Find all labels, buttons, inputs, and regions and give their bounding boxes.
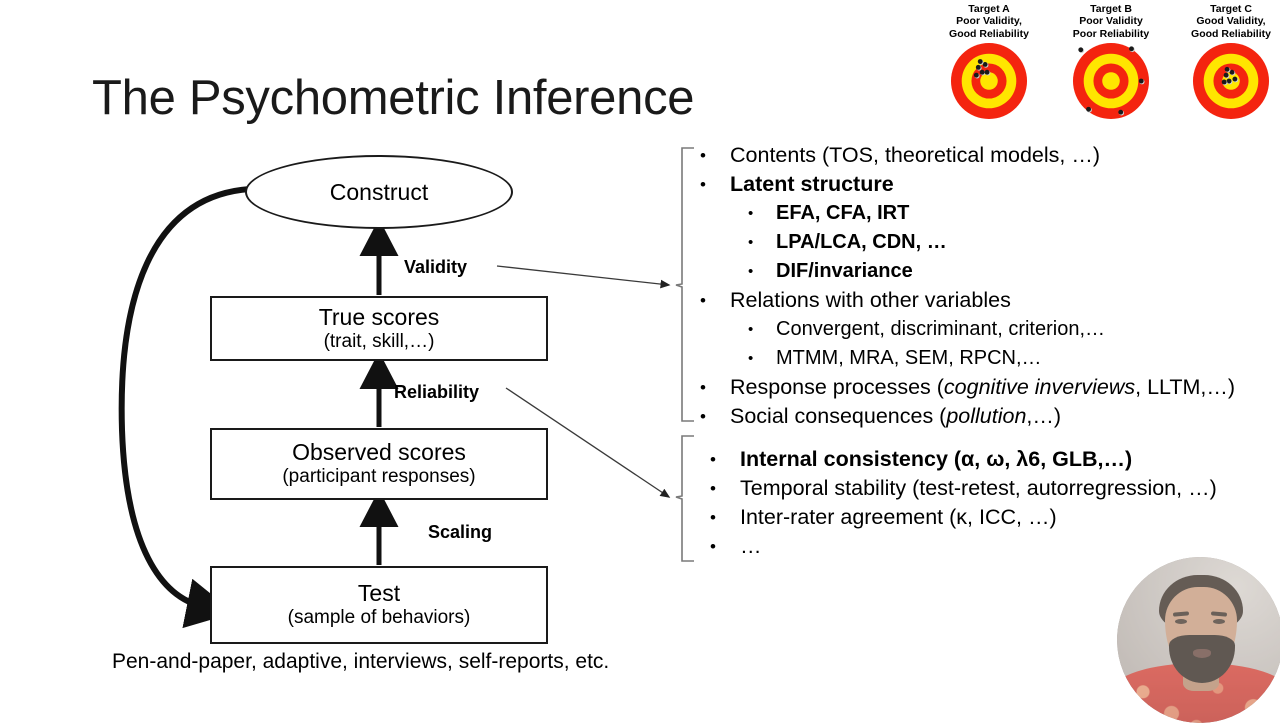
target-rings-icon <box>950 43 1028 120</box>
true-scores-node: True scores (trait, skill,…) <box>210 296 548 361</box>
validity-evidence-item-label: Response processes (cognitive inverviews… <box>730 375 1236 399</box>
bullet-dot-icon: • <box>710 508 716 527</box>
reliability-evidence-item-label: Inter-rater agreement (κ, ICC, …) <box>740 505 1057 529</box>
test-subtitle: (sample of behaviors) <box>287 607 471 629</box>
bullet-dot-icon: • <box>700 175 706 194</box>
webcam-eye-right <box>1213 619 1225 624</box>
validity-evidence-item: • DIF/invariance <box>700 257 1256 286</box>
bullet-dot-icon: • <box>748 321 754 338</box>
bullet-dot-icon: • <box>748 234 754 251</box>
construct-node: Construct <box>245 155 513 229</box>
webcam-video-frame <box>1117 557 1280 723</box>
validity-evidence-item: • Relations with other variables <box>700 286 1256 315</box>
page-title: The Psychometric Inference <box>92 71 695 125</box>
bullet-dot-icon: • <box>748 350 754 367</box>
target-caption-line: Poor Reliability <box>1072 27 1150 40</box>
reliability-evidence-item-label: Temporal stability (test-retest, autorre… <box>740 476 1217 500</box>
bullet-dot-icon: • <box>700 146 706 165</box>
reliability-evidence-item: •… <box>710 532 1256 561</box>
emphasis-text: pollution <box>946 404 1027 428</box>
bullet-dot-icon: • <box>710 479 716 498</box>
reliability-evidence-list: •Internal consistency (α, ω, λ6, GLB,…)•… <box>710 445 1256 561</box>
validity-evidence-item-label: Convergent, discriminant, criterion,… <box>776 318 1106 340</box>
validity-evidence-item-label: Social consequences (pollution,…) <box>730 404 1062 428</box>
validity-evidence-item: • MTMM, MRA, SEM, RPCN,… <box>700 344 1256 373</box>
emphasis-text: cognitive inverviews <box>943 375 1136 399</box>
reliability-evidence-item-label: Internal consistency (α, ω, λ6, GLB,…) <box>740 447 1133 471</box>
reliability-evidence-item: • Internal consistency (α, ω, λ6, GLB,…) <box>710 445 1256 474</box>
webcam-overlay <box>1117 557 1280 723</box>
validity-evidence-list: • Contents (TOS, theoretical models, …) • L… <box>700 141 1256 431</box>
bullet-dot-icon: • <box>700 291 706 310</box>
validity-evidence-item-label: Contents (TOS, theoretical models, …) <box>730 143 1101 167</box>
observed-scores-node: Observed scores (participant responses) <box>210 428 548 500</box>
bullet-dot-icon: • <box>710 450 716 469</box>
target-rings-icon <box>1072 43 1150 120</box>
bullet-dot-icon: • <box>700 378 706 397</box>
validity-evidence-item: • Convergent, discriminant, criterion,… <box>700 315 1256 344</box>
validity-evidence-item: • LPA/LCA, CDN, … <box>700 228 1256 257</box>
validity-arrow-label: Validity <box>404 257 468 277</box>
validity-evidence-item-label: DIF/invariance <box>776 260 913 282</box>
observed-scores-title: Observed scores <box>292 439 466 466</box>
test-title: Test <box>357 580 401 607</box>
reliability-arrow-label: Reliability <box>394 382 480 402</box>
test-node: Test (sample of behaviors) <box>210 566 548 644</box>
reliability-evidence-item: • Temporal stability (test-retest, autorr… <box>710 474 1256 503</box>
webcam-eye-left <box>1175 619 1187 624</box>
target-caption-line: Target C <box>1210 3 1252 15</box>
validity-evidence-item: • Contents (TOS, theoretical models, …) <box>700 141 1256 170</box>
webcam-mouth <box>1193 649 1211 658</box>
test-types-caption: Pen-and-paper, adaptive, interviews, sel… <box>112 650 610 673</box>
target-caption-line: Good Reliability <box>1191 27 1271 40</box>
observed-scores-subtitle: (participant responses) <box>282 466 476 488</box>
validity-evidence-item-label: Latent structure <box>730 172 894 196</box>
bullet-dot-icon: • <box>700 407 706 426</box>
validity-evidence-item: • Response processes (cognitive inverview… <box>700 373 1256 402</box>
target-caption-line: Target A <box>968 3 1010 15</box>
target-caption-line: Good Reliability <box>949 27 1029 40</box>
validity-evidence-item: • Social consequences (pollution,…) <box>700 402 1256 431</box>
target-caption-line: Target B <box>1090 3 1132 15</box>
bullet-dot-icon: • <box>710 537 716 556</box>
target-caption-line: Poor Validity, <box>956 15 1022 28</box>
target-rings-icon <box>1192 43 1270 120</box>
bullet-dot-icon: • <box>748 263 754 280</box>
reliability-evidence-item-label: … <box>740 534 762 558</box>
scaling-arrow-label: Scaling <box>428 522 493 542</box>
validity-evidence-item: • Latent structure <box>700 170 1256 199</box>
target-caption-line: Poor Validity <box>1079 15 1143 28</box>
reliability-evidence-item: • Inter-rater agreement (κ, ICC, …) <box>710 503 1256 532</box>
target-caption-line: Good Validity, <box>1196 15 1266 28</box>
construct-label: Construct <box>329 178 429 205</box>
validity-evidence-item-label: EFA, CFA, IRT <box>776 202 910 224</box>
validity-evidence-item-label: Relations with other variables <box>730 288 1011 312</box>
validity-evidence-item: • EFA, CFA, IRT <box>700 199 1256 228</box>
validity-evidence-item-label: MTMM, MRA, SEM, RPCN,… <box>776 347 1042 369</box>
true-scores-subtitle: (trait, skill,…) <box>323 330 435 352</box>
validity-evidence-item-label: LPA/LCA, CDN, … <box>776 231 947 253</box>
true-scores-title: True scores <box>318 303 440 330</box>
presenter-webcam[interactable] <box>1117 557 1280 723</box>
bullet-dot-icon: • <box>748 205 754 222</box>
